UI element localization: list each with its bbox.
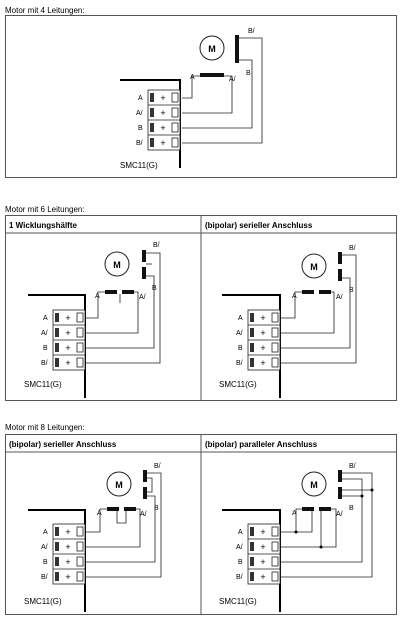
terminal-plus: + [260,572,265,582]
coil-a-label: A [292,293,297,300]
terminal-plus: + [260,328,265,338]
terminal-plus: + [65,313,70,323]
terminal-label-a: A [138,95,143,102]
terminal-label-b: B [238,559,243,566]
section-title-6-wire: Motor mit 6 Leitungen: [5,205,85,214]
coil-b-label: B [349,287,354,294]
motor-label: M [208,44,216,54]
coil-a-label: A [95,293,100,300]
section-title-4-wire: Motor mit 4 Leitungen: [5,6,85,15]
terminal-label-a: A [238,315,243,322]
terminal-plus: + [260,542,265,552]
terminal-label-b-inv: B/ [41,360,48,367]
terminal-label-b-inv: B/ [41,574,48,581]
panel-4-wire [5,15,397,178]
terminal-plus: + [160,138,165,148]
motor-label: M [115,480,123,490]
terminal-label-b-inv: B/ [136,140,143,147]
terminal-label-b: B [43,559,48,566]
terminal-label-a-inv: A/ [136,110,143,117]
terminal-label-a: A [43,529,48,536]
terminal-plus: + [65,557,70,567]
terminal-plus: + [260,527,265,537]
coil-b-label: B [152,285,157,292]
terminal-label-a-inv: A/ [236,330,243,337]
motor-label: M [113,260,121,270]
coil-a-label: A [292,510,297,517]
terminal-plus: + [65,328,70,338]
terminal-plus: + [160,93,165,103]
coil-a-inv-label: A/ [336,511,343,518]
terminal-label-b-inv: B/ [236,574,243,581]
terminal-label-b: B [43,345,48,352]
controller-label: SMC11(G) [219,380,257,389]
controller-label: SMC11(G) [24,597,62,606]
coil-b-inv-label: B/ [153,242,160,249]
panel-header-8-parallel: (bipolar) paralleler Anschluss [205,440,318,449]
terminal-plus: + [260,358,265,368]
coil-a-label: A [190,74,195,81]
motor-label: M [310,262,318,272]
terminal-plus: + [160,108,165,118]
coil-a-inv-label: A/ [140,511,147,518]
terminal-label-a: A [43,315,48,322]
terminal-label-a-inv: A/ [41,544,48,551]
terminal-plus: + [65,343,70,353]
coil-b-inv-label: B/ [349,245,356,252]
panel-header-6-serial: (bipolar) serieller Anschluss [205,221,313,230]
terminal-plus: + [260,557,265,567]
coil-b-inv-label: B/ [248,28,255,35]
terminal-label-b: B [238,345,243,352]
controller-label: SMC11(G) [24,380,62,389]
terminal-plus: + [65,358,70,368]
panel-header-6-half-winding: 1 Wicklungshälfte [9,221,77,230]
panel-header-8-serial: (bipolar) serieller Anschluss [9,440,117,449]
terminal-plus: + [160,123,165,133]
coil-b-label: B [246,70,251,77]
section-title-8-wire: Motor mit 8 Leitungen: [5,423,85,432]
terminal-plus: + [65,527,70,537]
coil-b-inv-label: B/ [349,463,356,470]
coil-a-inv-label: A/ [139,294,146,301]
terminal-label-a-inv: A/ [236,544,243,551]
coil-b-label: B [154,505,159,512]
terminal-label-b: B [138,125,143,132]
motor-label: M [310,480,318,490]
terminal-label-a: A [238,529,243,536]
coil-b-label: B [349,505,354,512]
coil-a-label: A [97,510,102,517]
coil-a-inv-label: A/ [336,294,343,301]
terminal-label-a-inv: A/ [41,330,48,337]
controller-label: SMC11(G) [219,597,257,606]
controller-label: SMC11(G) [120,161,158,170]
terminal-plus: + [65,572,70,582]
coil-b-inv-label: B/ [154,463,161,470]
terminal-plus: + [260,313,265,323]
terminal-plus: + [65,542,70,552]
terminal-label-b-inv: B/ [236,360,243,367]
terminal-plus: + [260,343,265,353]
